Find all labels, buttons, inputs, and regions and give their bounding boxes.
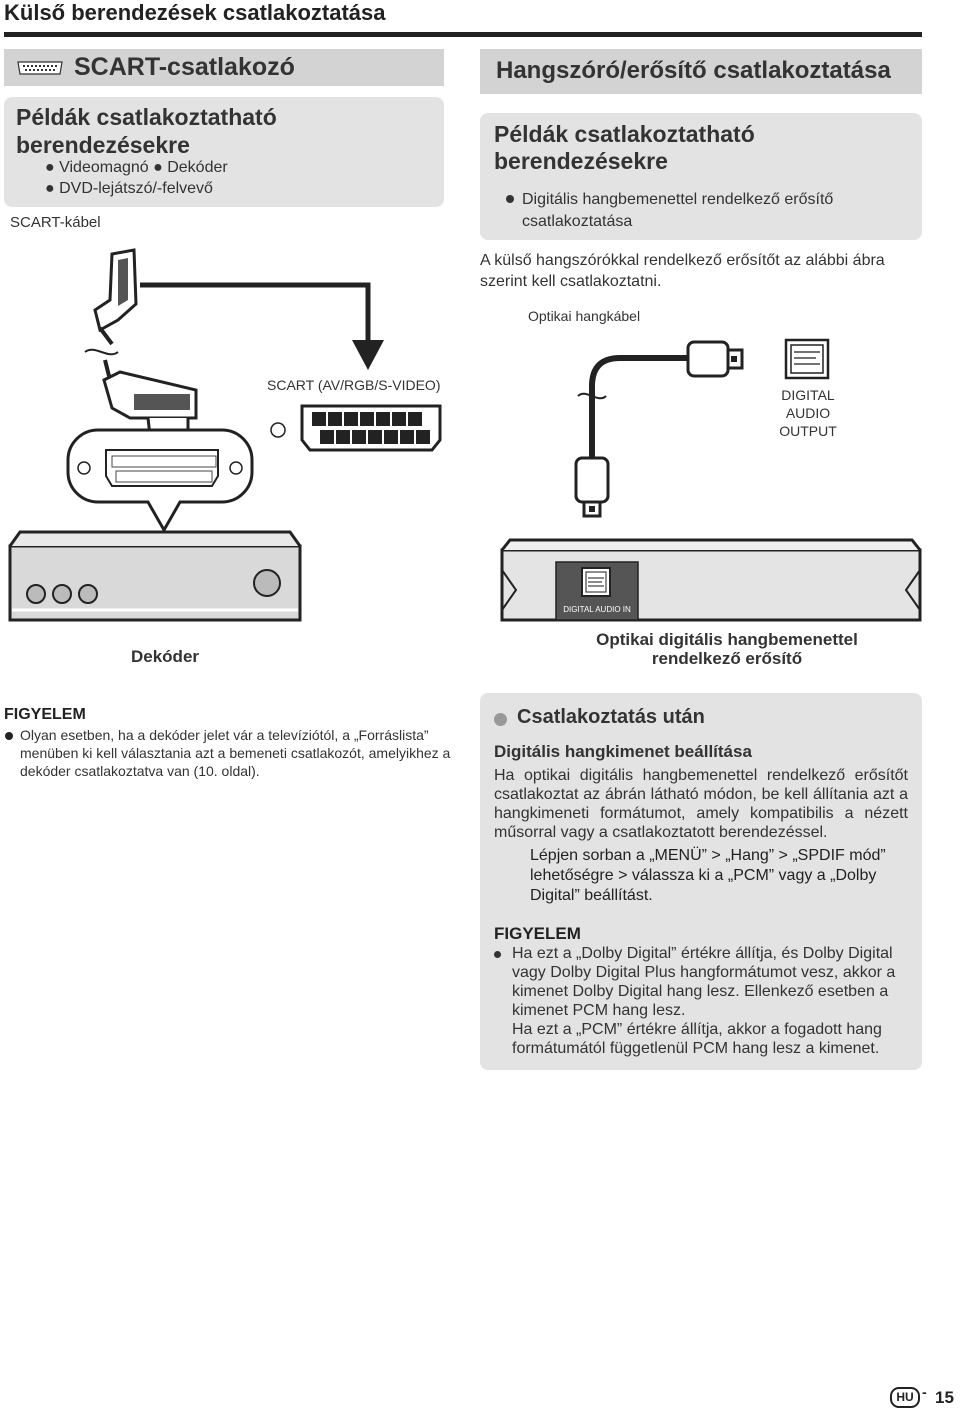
left-note-text: Olyan esetben, ha a dekóder jelet vár a … [20, 727, 451, 779]
scart-examples-heading: Példák csatlakoztatható berendezésekre [16, 104, 277, 158]
after-connection-heading: Csatlakoztatás után [517, 706, 705, 728]
digital-audio-in-label: DIGITAL AUDIO IN [563, 605, 631, 614]
after-note-heading: FIGYELEM [494, 924, 581, 943]
after-note-text: Ha ezt a „Dolby Digital” értékre állítja… [512, 944, 912, 1058]
scart-examples-list: ● Videomagnó ● Dekóder ● DVD-lejátszó/-f… [45, 157, 228, 199]
amp-example-item: Digitális hangbemenettel rendelkező erős… [522, 191, 834, 230]
page-title: Külső berendezések csatlakoztatása [4, 0, 386, 25]
scart-example-line-2: ● DVD-lejátszó/-felvevő [45, 180, 213, 197]
scart-plug-upper [84, 248, 138, 381]
arrow-down-icon [352, 340, 384, 370]
digital-audio-output-line-2: AUDIO [785, 405, 831, 421]
scart-examples-box: Példák csatlakoztatható berendezésekre ●… [4, 97, 444, 207]
scart-section-title: SCART-csatlakozó [74, 53, 295, 81]
amp-section-header: Hangszóró/erősítő csatlakoztatása [480, 49, 922, 94]
section-dot-icon [494, 713, 507, 726]
amplifier-label: Optikai digitális hangbemenettel rendelk… [560, 630, 894, 668]
after-connection-box: Csatlakoztatás után Digitális hangkimene… [480, 693, 922, 1070]
amp-section-title: Hangszóró/erősítő csatlakoztatása [496, 57, 891, 84]
after-note-text-2: Ha ezt a „PCM” értékre állítja, akkor a … [512, 1021, 882, 1057]
left-note-heading: FIGYELEM [4, 706, 86, 723]
amplifier-label-line-2: rendelkező erősítő [651, 649, 803, 668]
optical-connection-diagram [500, 338, 922, 622]
decoder-device [8, 530, 302, 622]
scart-section-header: SCART-csatlakozó [4, 49, 444, 86]
optical-cable-label: Optikai hangkábel [528, 308, 641, 324]
scart-example-line-1: ● Videomagnó ● Dekóder [45, 159, 228, 176]
digital-output-paragraph: Ha optikai digitális hangbemenettel rend… [494, 767, 908, 841]
optical-plug-bottom [574, 456, 610, 518]
optical-plug-top [686, 340, 744, 378]
digital-audio-output-line-1: DIGITAL [781, 387, 835, 403]
scart-connection-diagram [8, 248, 442, 622]
digital-audio-output-port [784, 338, 830, 380]
bullet-icon [506, 195, 514, 203]
scart-plug-lower [102, 370, 198, 438]
page-number-separator: - [922, 1384, 927, 1400]
scart-cable-label: SCART-kábel [10, 214, 101, 231]
decoder-label: Dekóder [130, 647, 200, 666]
amp-examples-box: Példák csatlakoztatható berendezésekre D… [480, 113, 922, 240]
scart-port-label: SCART (AV/RGB/S-VIDEO) [267, 377, 441, 393]
digital-audio-output-label: DIGITAL AUDIO OUTPUT [778, 386, 838, 440]
language-badge: HU [890, 1387, 920, 1408]
amp-examples-heading: Példák csatlakoztatható berendezésekre [494, 121, 755, 174]
amplifier-device [500, 538, 922, 622]
amp-description: A külső hangszórókkal rendelkező erősítő… [480, 252, 885, 290]
bullet-icon [494, 951, 501, 958]
menu-step-instruction: Lépjen sorban a „MENÜ” > „Hang” > „SPDIF… [530, 847, 886, 904]
title-rule [4, 32, 922, 37]
scart-connector-icon [17, 61, 63, 75]
after-note-text-1: Ha ezt a „Dolby Digital” értékre állítja… [512, 945, 896, 1019]
bullet-icon [5, 732, 13, 740]
amplifier-label-line-1: Optikai digitális hangbemenettel [596, 630, 858, 649]
digital-audio-output-line-3: OUTPUT [779, 423, 837, 439]
digital-output-setting-heading: Digitális hangkimenet beállítása [494, 742, 752, 761]
scart-socket-pins [312, 412, 430, 444]
page-number: 15 [935, 1388, 954, 1407]
